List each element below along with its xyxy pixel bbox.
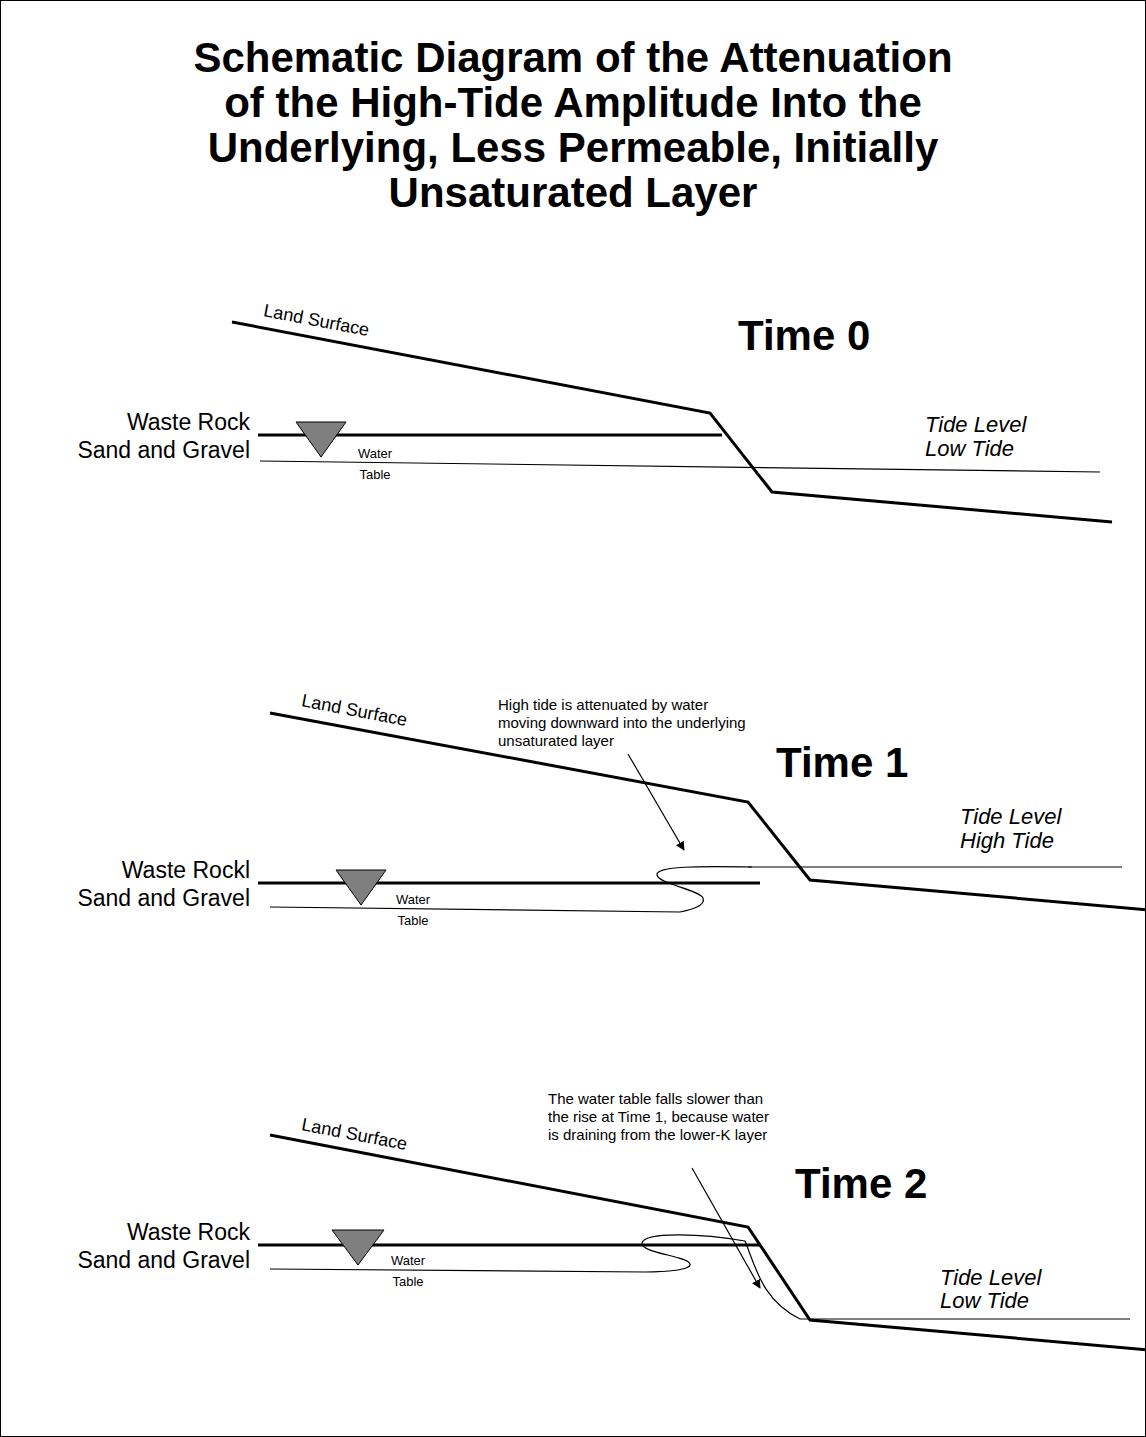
layer-contact-line [258,1244,760,1247]
water-table-line [270,907,680,912]
layer-contact-line [258,882,760,885]
time-label: Time 1 [776,740,908,786]
tide-level-line [748,866,1122,867]
tide-level-line [800,1318,1130,1319]
panel-time-1 [258,713,1146,912]
callout-note: High tide is attenuated by water moving … [498,696,756,750]
water-table-symbol [336,870,386,905]
leader-arrow [692,1168,760,1288]
time-label: Time 2 [795,1161,927,1207]
callout-note: The water table falls slower than the ri… [548,1090,774,1144]
title-text: Schematic Diagram of the Attenuation of … [178,35,968,215]
panel-time-2 [258,1135,1146,1350]
water-table-label: Water Table [350,443,400,485]
time-label: Time 0 [738,313,870,359]
layer-label: Sand and Gravel [77,438,250,462]
water-table-symbol [332,1230,384,1265]
tide-level-label: Tide Level Low Tide [940,1266,1052,1312]
leader-arrow [628,754,684,850]
infiltration-front [657,867,752,912]
land-surface-line [270,713,1146,910]
land-surface-line [232,322,1112,522]
water-table-symbol [296,422,346,457]
land-surface-label: Land Surface [262,300,371,340]
panel-time-0 [232,322,1112,522]
tide-level-label: Tide Level Low Tide [925,413,1037,461]
land-surface-line [270,1135,1146,1350]
layer-label: Waste Rock [127,1220,250,1244]
water-table-line [270,1269,645,1272]
land-surface-label: Land Surface [300,1114,409,1154]
water-table-label: Water Table [388,889,438,931]
layer-label: Waste Rock [127,410,250,434]
land-surface-label: Land Surface [300,690,409,730]
layer-label: Sand and Gravel [77,1248,250,1272]
water-table-label: Water Table [383,1250,433,1292]
layer-label: Sand and Gravel [77,886,250,910]
drainage-front [642,1235,800,1319]
tide-level-label: Tide Level High Tide [960,805,1072,853]
layer-label: Waste Rockl [122,858,250,882]
